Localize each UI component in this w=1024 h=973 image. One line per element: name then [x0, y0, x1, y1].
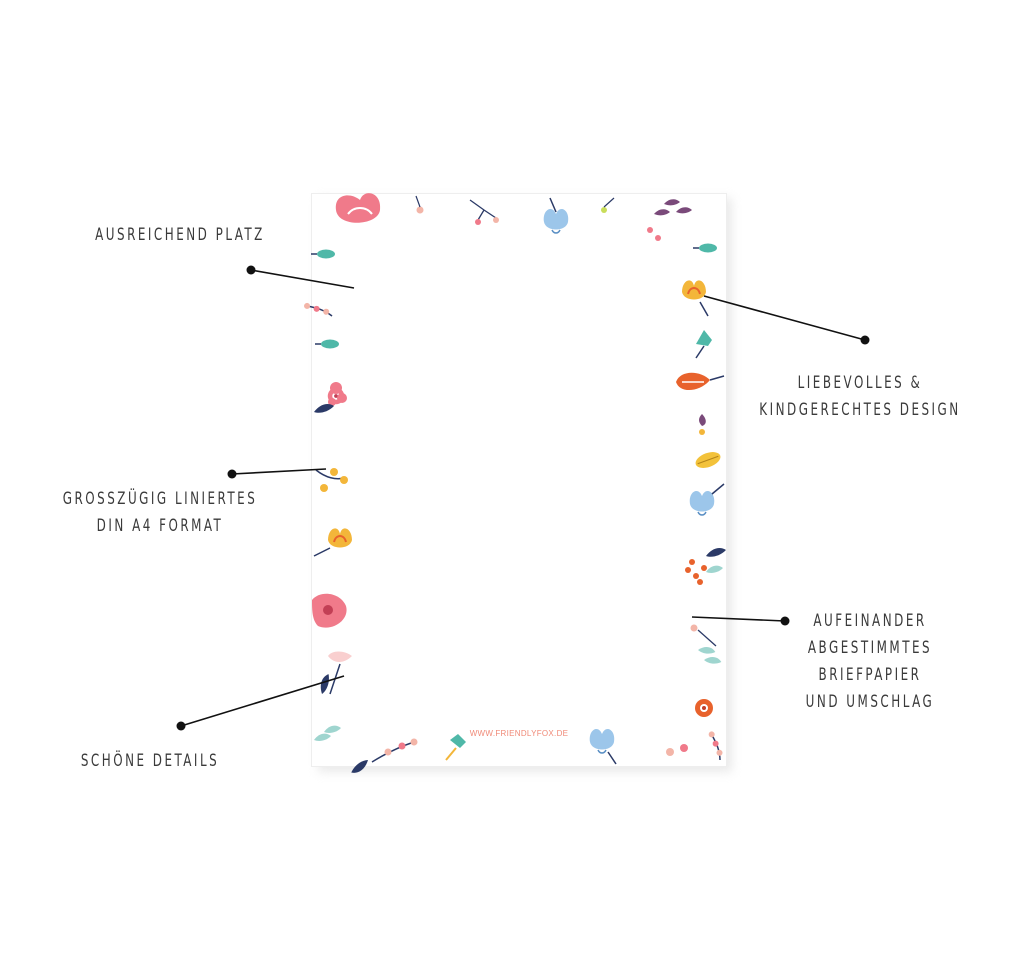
- callout-design: LIEBEVOLLES & KINDGERECHTES DESIGN: [751, 370, 969, 424]
- callout-matching-line3: BRIEFPAPIER: [818, 665, 922, 685]
- notepad-border-flowers-bottom: [348, 728, 688, 775]
- pointer-space: [246, 265, 355, 289]
- callout-design-line2: KINDGERECHTES DESIGN: [759, 400, 961, 420]
- callout-design-line1: LIEBEVOLLES &: [797, 373, 923, 393]
- callout-matching-line4: UND UMSCHLAG: [805, 692, 935, 712]
- callout-matching-line2: ABGESTIMMTES: [807, 638, 933, 658]
- callout-lined-format: GROßZÜGIG LINIERTES DIN A4 FORMAT: [51, 486, 269, 540]
- notepad-border-flowers-left: [302, 248, 353, 741]
- notepad-sheet: [312, 194, 726, 766]
- callout-matching-line1: AUFEINANDER: [813, 611, 927, 631]
- pointer-lined-format: [227, 468, 327, 479]
- callout-space: AUSREICHEND PLATZ: [86, 222, 273, 249]
- callout-details-text: SCHÖNE DETAILS: [80, 751, 220, 771]
- callout-lined-format-line1: GROßZÜGIG LINIERTES: [62, 489, 258, 509]
- callout-space-text: AUSREICHEND PLATZ: [95, 225, 265, 245]
- callout-lined-format-line2: DIN A4 FORMAT: [96, 516, 224, 536]
- notepad-footer-url: WWW.FRIENDLYFOX.DE: [469, 729, 569, 738]
- pointer-design: [703, 295, 870, 345]
- notepad-border-flowers-right: [676, 279, 732, 761]
- callout-details: SCHÖNE DETAILS: [56, 748, 243, 775]
- pointer-matching: [691, 616, 790, 626]
- notepad-border-flowers-top: [335, 193, 718, 254]
- pointer-details: [176, 675, 345, 731]
- callout-matching: AUFEINANDER ABGESTIMMTES BRIEFPAPIER UND…: [784, 608, 956, 716]
